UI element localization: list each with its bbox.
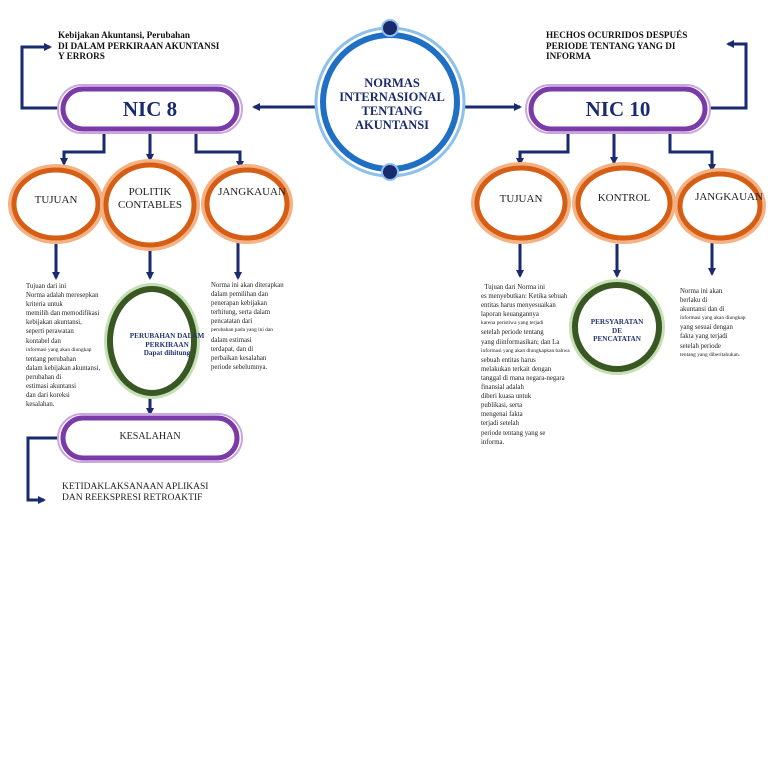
- note-line: es menyebutkan: Ketika sebuah: [481, 293, 568, 301]
- note-line: Norma ini akan: [680, 288, 723, 295]
- perubahan-line-3: Dapat dihitung: [143, 349, 191, 357]
- note-line: informasi yang akan diungkapkan bahwa: [481, 347, 570, 354]
- note-line: kesalahan.: [26, 401, 55, 409]
- note-line: estimasi akuntansi: [26, 383, 77, 391]
- note-line: laporan keuangannya: [481, 311, 539, 319]
- note-line: informasi yang akan diungkap: [680, 315, 746, 322]
- note-line: terjadi setelah: [481, 420, 519, 428]
- nic8-politik-line-2: CONTABLES: [118, 199, 182, 211]
- persyaratan-line-1: PERSYARATAN: [590, 318, 644, 326]
- note-line: yang sesuai dengan: [680, 324, 733, 332]
- note-line: mengenai fakta: [481, 411, 523, 419]
- note-line: perbaikan kesalahan: [211, 354, 267, 362]
- nic10-heading-line-3: INFORMA: [546, 51, 591, 61]
- nic8-tujuan-label: TUJUAN: [34, 194, 78, 206]
- note-line: fakta yang terjadi: [680, 333, 728, 341]
- nic10-persyaratan-label: PERSYARATAN DE PENCATATAN: [577, 318, 657, 344]
- nic8-politik-line-1: POLITIK: [128, 186, 172, 198]
- nic10-kontrol-label: KONTROL: [597, 192, 651, 204]
- nic8-jangkauan-label: JANGKAUAN: [218, 186, 286, 198]
- note-line: yang diinformasikan; dan La: [481, 338, 560, 346]
- note-line: terdapat, dan di: [211, 345, 254, 353]
- nic10-jangkauan-label: JANGKAUAN: [695, 191, 763, 203]
- note-line: perubahan pada yang ini dan: [211, 327, 273, 334]
- nic8-perubahan-label: PERUBAHAN DALAM PERKIRAAN Dapat dihitung: [112, 332, 222, 358]
- note-line: pencatatan dari: [211, 318, 253, 326]
- note-line: tentang yang diberitahukan.: [680, 351, 741, 358]
- note-line: diberi kuasa untuk: [481, 393, 532, 401]
- nic8-heading-line-3: Y ERRORS: [58, 51, 105, 61]
- note-line: Tujuan dari Norma ini: [481, 284, 546, 291]
- note-line: publikasi, serta: [481, 402, 523, 410]
- note-line: Norma adalah meresepkan: [26, 292, 99, 300]
- nic8-title: NIC 8: [122, 96, 178, 121]
- note-line: dalam kebijakan akuntansi,: [26, 364, 101, 372]
- note-line: berlaku di: [680, 297, 708, 305]
- note-line: informasi yang akan diungkap: [26, 346, 92, 353]
- note-line: kebijakan akuntansi,: [26, 319, 82, 327]
- note-line: dan dari koreksi: [26, 392, 70, 400]
- nic10-tujuan-note: Tujuan dari Norma ini es menyebutkan: Ke…: [481, 283, 573, 447]
- nic8-footer: KETIDAKLAKSANAAN APLIKASI DAN REEKSPRESI…: [62, 482, 282, 504]
- nic8-jangkauan-note: Norma ini akan diterapkan dalam pemiliha…: [211, 281, 301, 372]
- nic10-heading: HECHOS OCURRIDOS DESPUÉS PERIODE TENTANG…: [546, 30, 736, 62]
- note-line: Norma ini akan diterapkan: [211, 282, 284, 289]
- note-line: seperti perawatan: [26, 328, 74, 336]
- nic10-heading-line-1: HECHOS OCURRIDOS DESPUÉS: [546, 30, 688, 40]
- nic10-heading-line-2: PERIODE TENTANG YANG DI: [546, 40, 676, 51]
- note-line: informa.: [481, 438, 505, 446]
- note-line: dalam pemilihan dan: [211, 291, 269, 299]
- note-line: dalam estimasi: [211, 336, 252, 344]
- persyaratan-line-2: DE: [612, 326, 622, 335]
- note-line: perubahan di: [26, 373, 62, 381]
- footer-line-1: KETIDAKLAKSANAAN APLIKASI: [62, 482, 209, 492]
- nic8-heading-line-2: DI DALAM PERKIRAAN AKUNTANSI: [58, 40, 220, 51]
- note-line: entitas harus menyesuaikan: [481, 302, 556, 310]
- note-line: sebuah entitas harus: [481, 356, 536, 364]
- nic10-tujuan-label: TUJUAN: [499, 193, 543, 205]
- nic8-kesalahan-label: KESALAHAN: [119, 431, 181, 442]
- note-line: Tujuan dari ini: [26, 283, 67, 290]
- note-line: karena peristiwa yang terjadi: [481, 320, 544, 327]
- center-title: NORMAS INTERNASIONAL TENTANG AKUNTANSI: [339, 76, 445, 132]
- footer-line-2: DAN REEKSPRESI RETROAKTIF: [62, 493, 203, 503]
- nic10-title: NIC 10: [585, 96, 651, 121]
- note-line: kontabel dan: [26, 337, 61, 345]
- note-line: akuntansi dan di: [680, 306, 725, 314]
- nic8-heading-line-1: Kebijakan Akuntansi, Perubahan: [58, 30, 190, 40]
- note-line: kriteria untuk: [26, 301, 63, 309]
- persyaratan-line-3: PENCATATAN: [593, 335, 641, 343]
- note-line: setelah periode tentang: [481, 329, 544, 337]
- nic10-jangkauan-note: Norma ini akan berlaku di akuntansi dan …: [680, 287, 768, 360]
- nic8-politik-label: POLITIK CONTABLES: [110, 186, 190, 212]
- note-line: finansial adalah: [481, 384, 524, 392]
- note-line: periode sebelumnya.: [211, 363, 268, 371]
- perubahan-line-2: PERKIRAAN: [145, 340, 189, 349]
- perubahan-line-1: PERUBAHAN DALAM: [129, 332, 205, 340]
- note-line: memilih dan memodifikasi: [26, 310, 100, 318]
- note-line: melakukan terkait dengan: [481, 365, 552, 373]
- note-line: tanggal di mana negara-negara: [481, 374, 565, 382]
- note-line: tentang perubahan: [26, 355, 77, 363]
- note-line: setelah periode: [680, 342, 721, 350]
- note-line: terhitung, serta dalam: [211, 309, 271, 317]
- nic8-heading: Kebijakan Akuntansi, Perubahan DI DALAM …: [58, 30, 278, 62]
- note-line: periode tentang yang se: [481, 429, 546, 437]
- note-line: penerapan kebijakan: [211, 300, 268, 308]
- nic8-tujuan-note: Tujuan dari ini Norma adalah meresepkan …: [26, 282, 118, 409]
